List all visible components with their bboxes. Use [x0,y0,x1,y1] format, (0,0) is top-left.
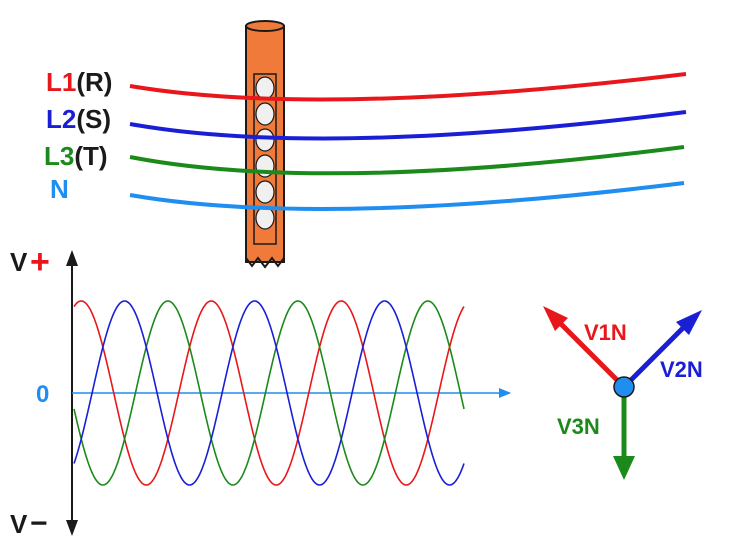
insulator-string [255,76,275,230]
waveform-axes [66,250,511,536]
power-lines [129,72,687,211]
phasor-v2n-label: V2N [660,357,703,382]
neutral-point [613,376,635,398]
insulator-disc [255,128,275,152]
label-l3: L3(T) [44,141,108,171]
v-minus-sign: − [30,507,48,540]
insulator-disc [255,206,275,230]
utility-pole [245,20,285,269]
vertical-axis-arrow-down [66,520,78,536]
vertical-axis-arrow-up [66,250,78,266]
wire-l1 [129,72,687,102]
insulator-string-frame [253,73,277,245]
pole-bottom-break [245,256,285,269]
wave-phase-3 [73,300,465,486]
v-plus-sign: + [30,243,50,281]
wire-neutral [129,181,685,211]
label-neutral: N [50,174,69,204]
phasor-v1n-label: V1N [584,320,627,345]
v-minus-letter: V [10,509,28,539]
pole-top [245,20,285,32]
label-l3-phase: (T) [74,141,107,171]
insulator-disc [255,102,275,126]
insulator-disc [255,180,275,204]
v-plus-letter: V [10,247,28,277]
label-l2-phase: (S) [76,104,111,134]
wire-l2 [129,110,687,141]
phasor-diagram [543,306,702,480]
phasor-v2n-arrow [622,324,687,389]
sine-waves [73,300,465,486]
insulator-disc [255,76,275,100]
wave-phase-2 [73,300,465,486]
phasor-v1n-arrow [557,320,626,389]
phasor-v3n-arrowhead [613,456,635,480]
label-l2: L2(S) [46,104,111,134]
wave-phase-1 [73,300,465,486]
phasor-v2n-arrowhead [676,310,702,335]
label-l1-phase: (R) [76,67,112,97]
wire-l3 [129,145,685,176]
phasor-v3n-label: V3N [557,414,600,439]
zero-label: 0 [36,381,49,408]
label-l1: L1(R) [46,67,112,97]
phasor-v1n-arrowhead [543,306,568,331]
